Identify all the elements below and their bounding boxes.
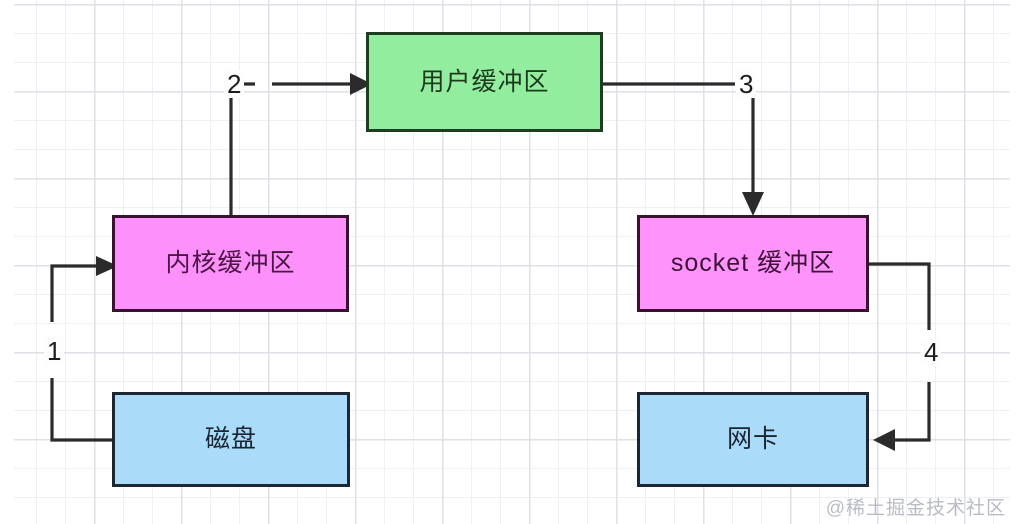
node-label-disk: 磁盘 — [204, 425, 257, 453]
node-kernel-buffer[interactable]: 内核缓冲区 — [112, 215, 349, 312]
edge-label-4: 4 — [921, 338, 942, 366]
node-nic[interactable]: 网卡 — [637, 392, 869, 487]
node-socket-buffer[interactable]: socket 缓冲区 — [637, 215, 869, 312]
node-disk[interactable]: 磁盘 — [112, 392, 350, 487]
node-label-nic: 网卡 — [726, 425, 779, 453]
edge-label-1: 1 — [44, 337, 65, 365]
node-label-socket-buffer: socket 缓冲区 — [670, 249, 836, 277]
node-label-user-buffer: 用户缓冲区 — [419, 67, 550, 96]
node-user-buffer[interactable]: 用户缓冲区 — [366, 32, 603, 132]
watermark: @稀土掘金技术社区 — [825, 498, 1006, 519]
node-label-kernel-buffer: 内核缓冲区 — [165, 249, 296, 277]
edge-label-2: 2 — [224, 70, 245, 98]
edge-label-3: 3 — [736, 70, 757, 98]
